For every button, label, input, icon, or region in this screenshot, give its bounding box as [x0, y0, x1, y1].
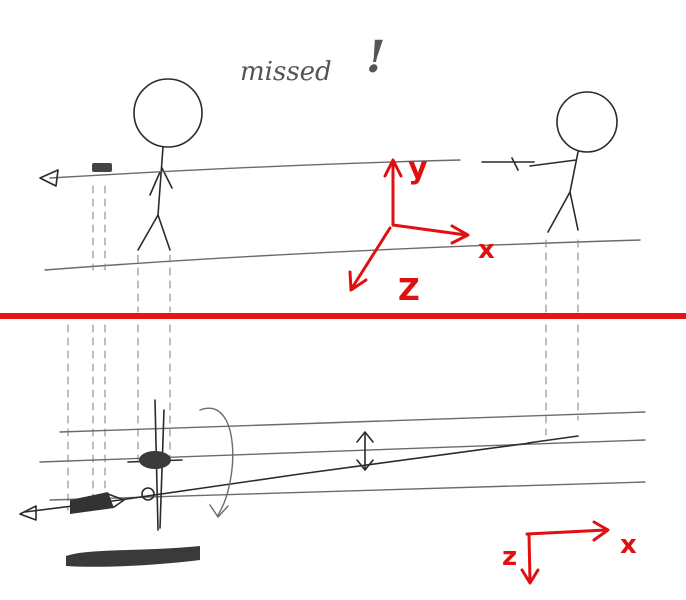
z-axis-label: Z [398, 273, 420, 308]
trajectory-line-top [49, 159, 461, 179]
x-axis-arrow-bottom [525, 520, 610, 542]
lane-line-2 [39, 439, 646, 463]
impact-circle [141, 487, 155, 501]
x-axis-arrow [391, 223, 470, 245]
scribble-mark [66, 546, 200, 567]
divider-line [0, 313, 686, 319]
exclamation-mark: ! [366, 32, 385, 83]
x-axis-label: x [478, 235, 495, 265]
axes-top: y x Z [348, 151, 495, 308]
missed-annotation: missed [240, 57, 332, 87]
bottom-panel: z x [19, 324, 646, 585]
z-axis-arrow-bottom [520, 532, 540, 585]
z-axis-arrow [348, 226, 392, 292]
trajectory-arrowhead-bottom [19, 505, 37, 521]
z-axis-label-bottom: z [502, 542, 517, 572]
right-person [529, 91, 618, 233]
bullet-top [92, 163, 112, 172]
gun-side-view [481, 157, 535, 171]
bullet-body [70, 492, 114, 514]
target-blob [139, 451, 171, 469]
left-person [133, 78, 203, 251]
target-crosshair [127, 399, 183, 531]
x-axis-label-bottom: x [620, 530, 637, 560]
axes-bottom: z x [502, 520, 637, 585]
y-axis-arrow [383, 158, 403, 227]
bullet-bottom [70, 492, 125, 514]
y-axis-label: y [408, 151, 428, 186]
right-person-head [556, 91, 618, 153]
right-person-body [529, 151, 579, 233]
left-person-head [133, 78, 203, 148]
top-panel: missed ! y x Z [39, 32, 641, 313]
gun-top-view [527, 435, 579, 444]
left-person-body [137, 146, 173, 251]
bullet-tip [107, 493, 125, 508]
deviation-arrow [356, 431, 374, 471]
rotation-arrow [199, 407, 234, 518]
ground-line [44, 239, 641, 271]
lane-line-1 [59, 411, 646, 433]
trajectory-arrowhead [39, 169, 59, 187]
